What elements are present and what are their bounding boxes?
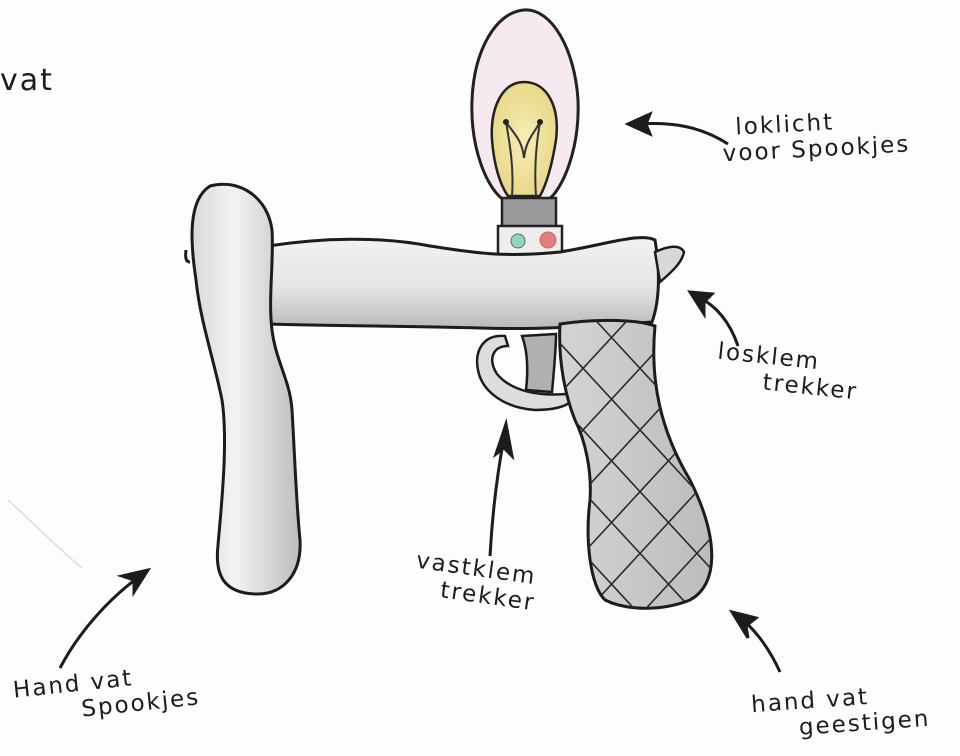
- lock-light-bulb: [472, 10, 578, 256]
- pencil-smudge: [8, 500, 82, 568]
- arrow-spirit-handle: [732, 612, 780, 672]
- green-led: [511, 234, 525, 248]
- arrow-lock-trigger: [490, 424, 512, 556]
- arrow-ghost-handle: [60, 570, 148, 668]
- arrow-release-trigger: [690, 292, 738, 346]
- red-led: [540, 232, 556, 248]
- label-lock-light: loklicht voor Spookjes: [735, 105, 911, 166]
- arrow-lock-light: [628, 114, 728, 144]
- lock-trigger: [477, 334, 570, 410]
- barrel: [265, 238, 658, 329]
- release-clip: [655, 247, 684, 282]
- title-fragment: vat: [0, 68, 54, 94]
